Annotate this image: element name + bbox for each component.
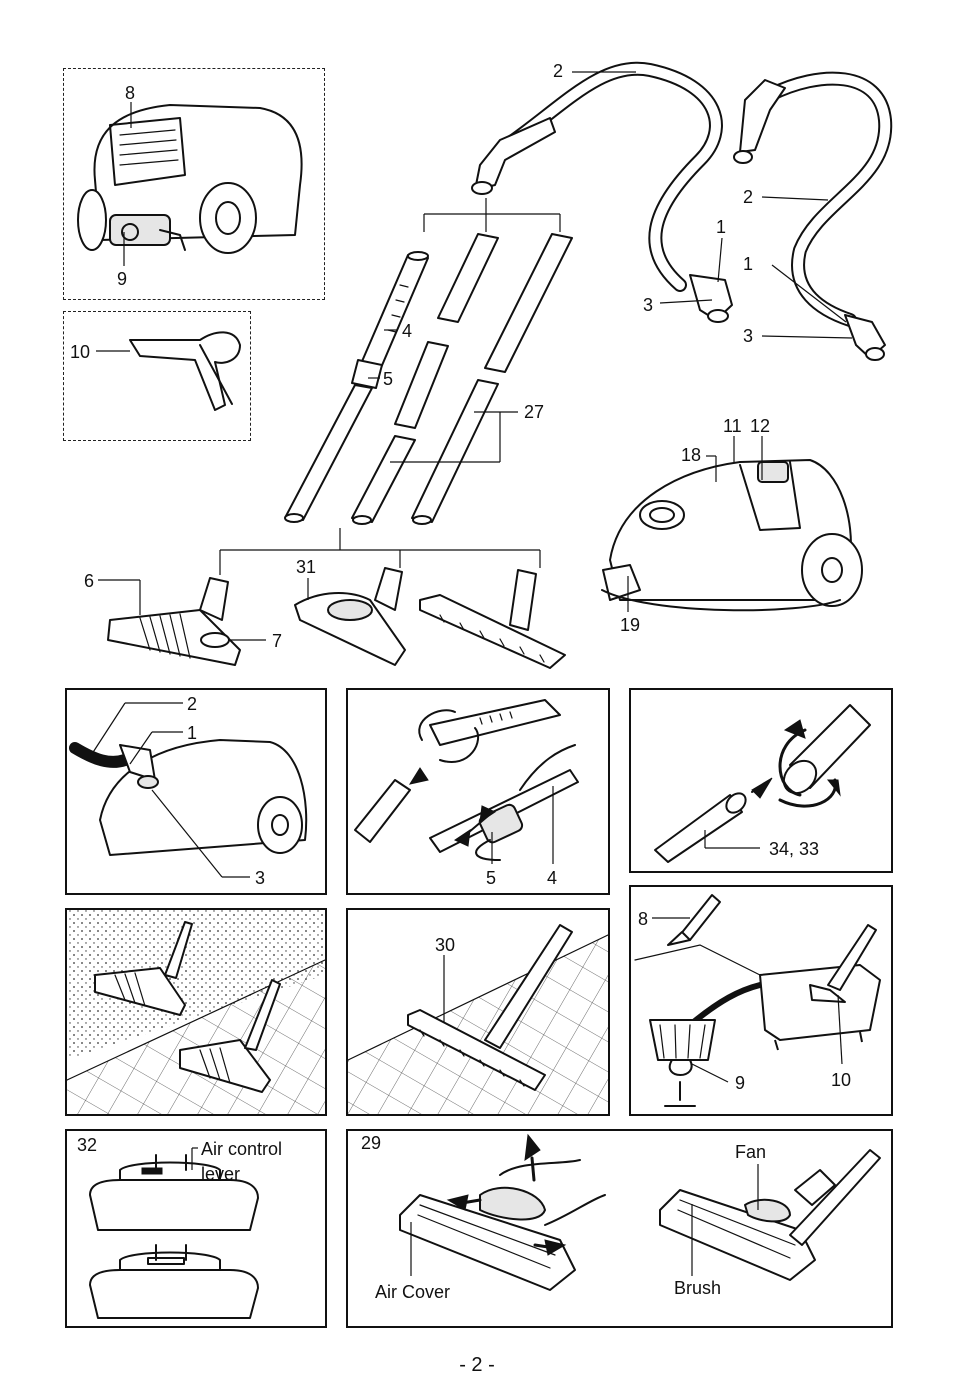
- label-carpet-nozzle: 6: [84, 571, 95, 591]
- page-number: - 2 -: [459, 1354, 495, 1376]
- turbo-number: 29: [361, 1133, 382, 1153]
- label-fan: Fan: [735, 1142, 767, 1162]
- crevice-tool-frame: [63, 311, 251, 441]
- label-body-top: 8: [125, 83, 136, 103]
- label-crevice: 10: [70, 342, 91, 362]
- label-furniture-brush: 9: [735, 1073, 746, 1093]
- body-view-frame: [63, 68, 325, 300]
- label-step-clamp: 5: [486, 868, 497, 888]
- label-body-bottom: 9: [117, 269, 128, 289]
- step-furniture: [629, 885, 893, 1116]
- label-step-hose: 2: [187, 694, 198, 714]
- label-ring-left: 3: [643, 295, 654, 315]
- label-step-ring: 3: [255, 868, 266, 888]
- label-furniture-upholstery: 10: [831, 1070, 852, 1090]
- step-twist-tube: [629, 688, 893, 873]
- label-turbo: 31: [296, 557, 317, 577]
- label-twist: 34, 33: [769, 839, 820, 859]
- air-control-caption-2: lever: [201, 1164, 241, 1184]
- air-control-caption-1: Air control: [201, 1139, 283, 1159]
- label-air-cover: Air Cover: [375, 1282, 451, 1302]
- label-cleaner-c: 12: [750, 416, 771, 436]
- step-parquet: [346, 908, 610, 1116]
- step-connect-hose: [65, 688, 327, 895]
- label-hose-left: 2: [553, 61, 564, 81]
- step-air-control: [65, 1129, 327, 1328]
- label-extension: 27: [524, 402, 545, 422]
- label-step-tube: 4: [547, 868, 558, 888]
- label-parquet: 30: [435, 935, 456, 955]
- label-ring-right: 3: [743, 326, 754, 346]
- step-attach-tube: [346, 688, 610, 895]
- step-floor-nozzle: [65, 908, 327, 1116]
- label-handle-right: 1: [743, 254, 754, 274]
- label-brush: Brush: [674, 1278, 722, 1298]
- label-pedal: 7: [272, 631, 283, 651]
- label-step-handle: 1: [187, 723, 198, 743]
- label-cleaner-b: 11: [723, 416, 742, 436]
- label-handle-left: 1: [716, 217, 727, 237]
- label-hose-right: 2: [743, 187, 754, 207]
- label-clamp: 5: [383, 369, 394, 389]
- label-cleaner-d: 19: [620, 615, 641, 635]
- label-furniture-crevice: 8: [638, 909, 649, 929]
- step-turbo-maintenance: [346, 1129, 893, 1328]
- air-control-number: 32: [77, 1135, 98, 1155]
- label-telescopic: 4: [402, 321, 413, 341]
- label-cleaner-a: 18: [681, 445, 702, 465]
